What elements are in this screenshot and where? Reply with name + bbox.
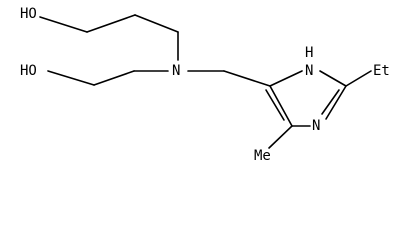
- bond-c2-n3-inner: [321, 89, 340, 115]
- bond-ch2-c4: [223, 70, 271, 87]
- bond-c5-c4-inner: [265, 89, 285, 121]
- structure-diagram: HO HO N N H N Et Me: [20, 6, 390, 164]
- atom-label-oh-bottom: HO: [20, 63, 37, 79]
- atom-label-oh-top: HO: [20, 6, 37, 22]
- molecule-canvas: HO HO N N H N Et Me: [20, 6, 390, 164]
- bond-c5-methyl: [268, 125, 293, 149]
- atom-label-ring-nitrogen-nh: N: [305, 63, 313, 79]
- bond-oh-bottom-c1: [47, 70, 95, 86]
- bond-top-c2-c3: [134, 14, 179, 33]
- atom-label-ring-nitrogen: N: [312, 118, 320, 134]
- bond-c4-nh: [269, 70, 303, 87]
- atom-label-amine-nitrogen: N: [172, 63, 180, 79]
- bond-top-c1-c2: [86, 14, 136, 33]
- atom-label-ethyl: Et: [373, 63, 390, 79]
- atom-label-ring-hydrogen: H: [305, 45, 313, 61]
- bond-c2-ethyl: [345, 70, 372, 87]
- bond-bottom-c1-c2: [93, 70, 135, 86]
- bond-oh-top-c1: [39, 16, 88, 33]
- bond-c5-c4-outer: [269, 85, 293, 127]
- bond-nh-c2: [319, 70, 347, 87]
- atom-label-methyl: Me: [254, 148, 271, 164]
- bond-c2-n3-outer: [325, 85, 347, 120]
